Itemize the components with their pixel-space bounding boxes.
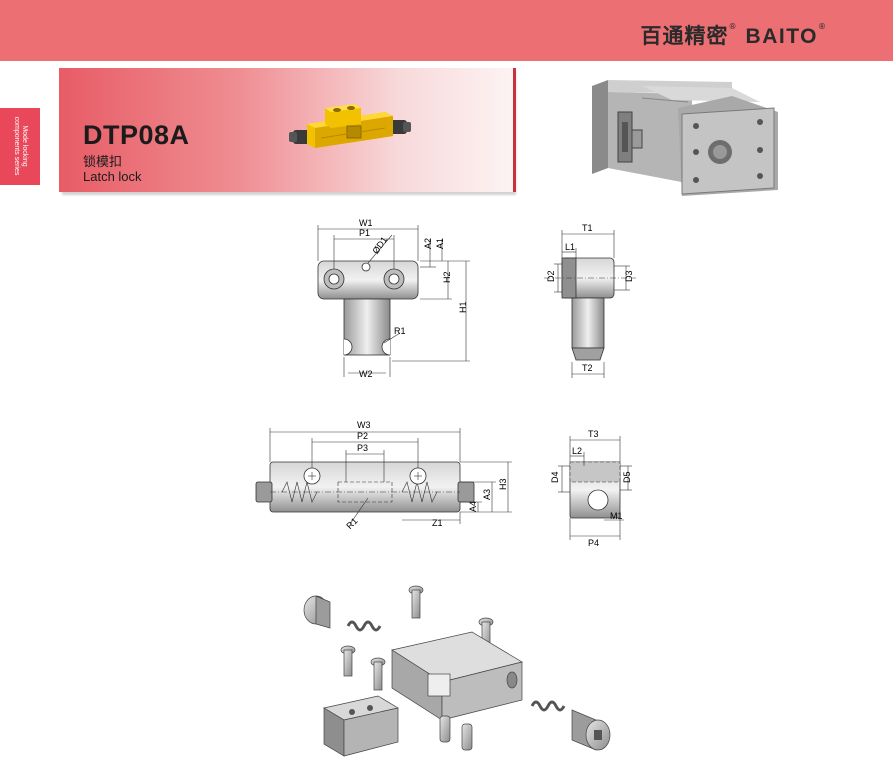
brand-cn: 百通精密	[640, 24, 729, 48]
label-a1: A1	[435, 238, 445, 249]
label-r1: R1	[394, 326, 406, 336]
brand-reg-mark-2: ®	[818, 22, 827, 31]
series-side-tab: Mode locking components series	[0, 108, 40, 185]
label-d2: D2	[546, 270, 556, 282]
product-model: DTP08A	[83, 120, 190, 150]
label-h2: H2	[442, 271, 452, 283]
label-p4: P4	[588, 538, 599, 548]
series-side-tab-text: Mode locking components series	[13, 116, 28, 176]
title-banner: DTP08A 锁模扣 Latch lock	[59, 68, 516, 192]
drawing-body-front-view: W3 P2 P3 R1 Z1 A4 A3 H3	[255, 420, 512, 531]
label-h1: H1	[458, 301, 468, 313]
label-d3: D3	[624, 270, 634, 282]
brand-logo: 百通精密®BAITO®	[641, 20, 827, 50]
brand-reg-mark: ®	[728, 22, 738, 31]
label-m1: M1	[610, 511, 623, 521]
label-p2: P2	[357, 431, 368, 441]
product-name-en: Latch lock	[83, 169, 142, 184]
label-t3: T3	[588, 429, 599, 439]
label-l1: L1	[565, 242, 575, 252]
label-h3: H3	[498, 478, 508, 490]
header-bar	[0, 0, 893, 61]
label-a2: A2	[423, 238, 433, 249]
label-w2: W2	[359, 369, 373, 379]
drawing-front-view: W1 P1 ØD1 A2 A1 H2 H1 R1 W2	[317, 218, 470, 379]
label-d5: D5	[622, 471, 632, 483]
label-r1-body: R1	[344, 516, 359, 531]
label-w1: W1	[359, 218, 373, 228]
label-p3: P3	[357, 443, 368, 453]
label-w3: W3	[357, 420, 371, 430]
exploded-view-drawing	[303, 585, 611, 757]
label-d4: D4	[550, 471, 560, 483]
drawing-body-side-view: T3 L2 D4 D5 M1 P4	[550, 429, 632, 548]
label-a3: A3	[482, 489, 492, 500]
label-t1: T1	[582, 223, 593, 233]
latch-lock-photo	[289, 104, 411, 148]
label-d1: ØD1	[370, 235, 389, 256]
label-a4: A4	[468, 501, 478, 512]
label-l2: L2	[572, 446, 582, 456]
drawing-side-view: T1 L1 D2 D3 T2	[544, 223, 636, 378]
brand-en: BAITO	[745, 25, 818, 48]
label-z1: Z1	[432, 518, 443, 528]
mold-assembly-image	[592, 80, 778, 196]
label-t2: T2	[582, 363, 593, 373]
product-name-cn: 锁模扣	[83, 155, 123, 170]
label-p1: P1	[359, 228, 370, 238]
